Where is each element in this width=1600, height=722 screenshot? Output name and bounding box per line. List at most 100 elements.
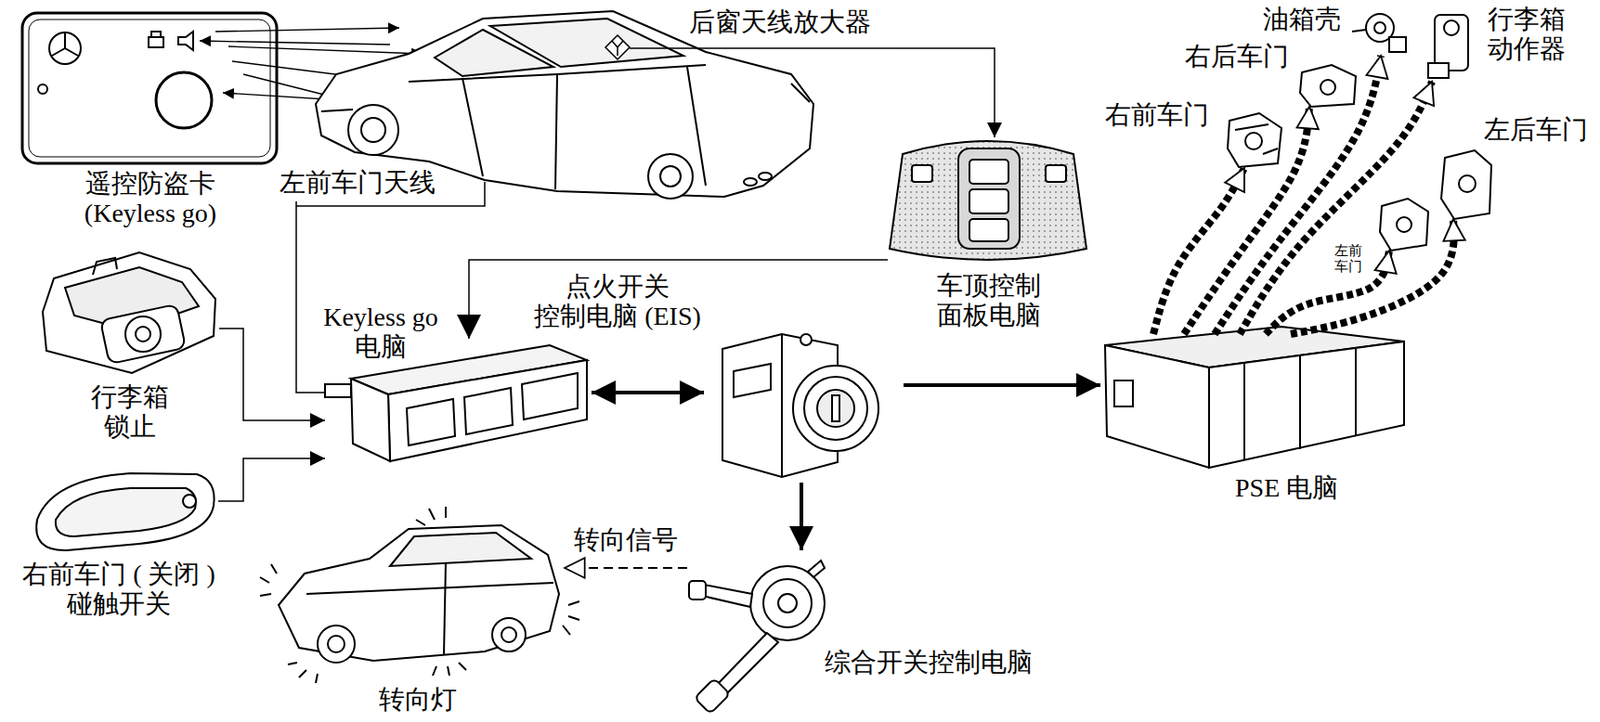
car-illustration (555, 74, 558, 190)
component-label: 后窗天线放大器 (689, 7, 889, 38)
ignition-switch-drawing (817, 390, 855, 428)
door-lock-drawing (1396, 217, 1412, 233)
combination-switch-drawing (694, 678, 730, 715)
component-label: 车顶控制 面板电脑 (928, 271, 1050, 331)
smart-key-card-drawing (151, 31, 161, 38)
fuel-flap-actuator: 油箱壳 (1348, 7, 1408, 56)
smart-key-card-drawing (38, 84, 48, 94)
trunk-actuator-drawing (1428, 14, 1469, 79)
roof-panel-drawing (969, 159, 1009, 184)
door-handle-switch: 右前车门 ( 关闭 ) 碰触开关 (27, 468, 219, 555)
cable-connector (1290, 219, 1455, 335)
component-label: 右前车门 ( 关闭 ) 碰触开关 (7, 559, 231, 620)
flash-marks (260, 564, 277, 597)
fuel-flap-actuator-drawing (1374, 22, 1386, 34)
signal-arrow (219, 328, 326, 421)
car-illustration (361, 117, 386, 143)
combination-switch-drawing (689, 560, 825, 715)
combination-switch-drawing (807, 560, 825, 578)
roof-panel-drawing (969, 219, 1009, 242)
signal-arrow (891, 48, 995, 138)
door-lock-drawing (1379, 198, 1429, 251)
ignition-switch-drawing (780, 334, 783, 478)
roof-panel-drawing (889, 141, 1087, 261)
combination-switch-drawing (715, 633, 779, 697)
car-illustration (462, 78, 483, 177)
component-label: Keyless go 电脑 (311, 302, 451, 363)
component-label: 点火开关 控制电脑 (EIS) (524, 272, 711, 332)
door-lock-drawing (1227, 113, 1282, 168)
door-lock-actuator: 右前车门 (1223, 112, 1284, 169)
turn-signal-car (492, 618, 526, 652)
combination-switch-drawing (763, 579, 812, 628)
combination-switch-drawing (778, 594, 797, 613)
door-lock-drawing (1320, 79, 1336, 95)
signal-arrow (218, 458, 326, 502)
trunk-lock: 行李箱 锁止 (40, 249, 220, 378)
fuel-flap-actuator-drawing (1352, 13, 1406, 53)
flash-marks (416, 507, 446, 526)
trunk-lock-drawing (100, 304, 186, 365)
ignition-switch-drawing (832, 395, 840, 422)
turn-signal-car (278, 525, 560, 664)
signal-arrow (799, 482, 804, 551)
pse-unit-drawing (1105, 326, 1405, 469)
door-lock-drawing (1300, 65, 1356, 107)
car-illustration (611, 40, 624, 56)
leader-line (629, 47, 892, 50)
trunk-lock-drawing (125, 316, 161, 352)
control-unit-drawing (325, 345, 587, 462)
cable-connector (1239, 81, 1432, 335)
roof-panel-drawing (958, 148, 1020, 249)
door-handle-drawing (182, 494, 196, 508)
smart-key-card-drawing (49, 32, 81, 65)
component-label: 转向灯 (366, 685, 469, 716)
radio-waves (215, 27, 400, 32)
pse-control-unit: PSE 电脑 (1100, 334, 1407, 469)
signal-arrow (903, 383, 1101, 388)
trunk-lock-drawing (92, 258, 118, 275)
flash-marks (562, 601, 580, 636)
pse-unit-drawing (1244, 349, 1356, 461)
signal-arrow (468, 260, 888, 339)
door-lock-drawing (1441, 150, 1492, 220)
signal-label: 转向信号 (573, 525, 678, 556)
trunk-lock-drawing (42, 252, 216, 374)
ignition-switch-drawing (733, 364, 771, 398)
turn-lamps: 转向灯 (258, 506, 565, 683)
component-label: 右前车门 (1105, 100, 1217, 131)
pse-unit-drawing (1209, 341, 1405, 469)
component-label: 综合开关控制电脑 (824, 648, 1067, 678)
control-unit-drawing (351, 378, 391, 462)
signal-arrow (564, 567, 688, 570)
trunk-lock-drawing (135, 326, 151, 342)
component-label: 行李箱 动作器 (1487, 4, 1581, 65)
turn-signal-car (306, 583, 554, 595)
cable-connector (1214, 55, 1381, 335)
smart-key-card-drawing (156, 72, 212, 129)
smart-key-card-drawing (52, 33, 79, 56)
antenna-amplifier: 后窗天线放大器 (594, 7, 892, 64)
flash-marks (287, 663, 318, 684)
door-lock-drawing (1235, 124, 1278, 155)
door-lock-actuator: 左前 车门 (1378, 198, 1431, 251)
ignition-switch-drawing (804, 377, 868, 441)
roof-panel-drawing (889, 141, 1087, 261)
component-label: 左前 车门 (1329, 243, 1367, 276)
radio-waves (199, 40, 391, 45)
smart-key-card: 遥控防盗卡 (Keyless go) (22, 13, 277, 164)
door-lock-drawing (1245, 132, 1262, 150)
fuel-flap-actuator-drawing (1389, 37, 1406, 53)
door-lock-drawing (1458, 175, 1476, 193)
trunk-actuator-drawing (1443, 20, 1459, 36)
combination-switch-drawing (689, 581, 706, 600)
trunk-actuator-drawing (1428, 63, 1449, 79)
turn-signal-car (317, 625, 355, 664)
signal-arrow (296, 201, 326, 393)
car-illustration (758, 172, 772, 181)
roof-panel-drawing (1045, 165, 1067, 183)
door-handle-drawing (55, 488, 196, 537)
turn-signal-car (501, 627, 517, 643)
